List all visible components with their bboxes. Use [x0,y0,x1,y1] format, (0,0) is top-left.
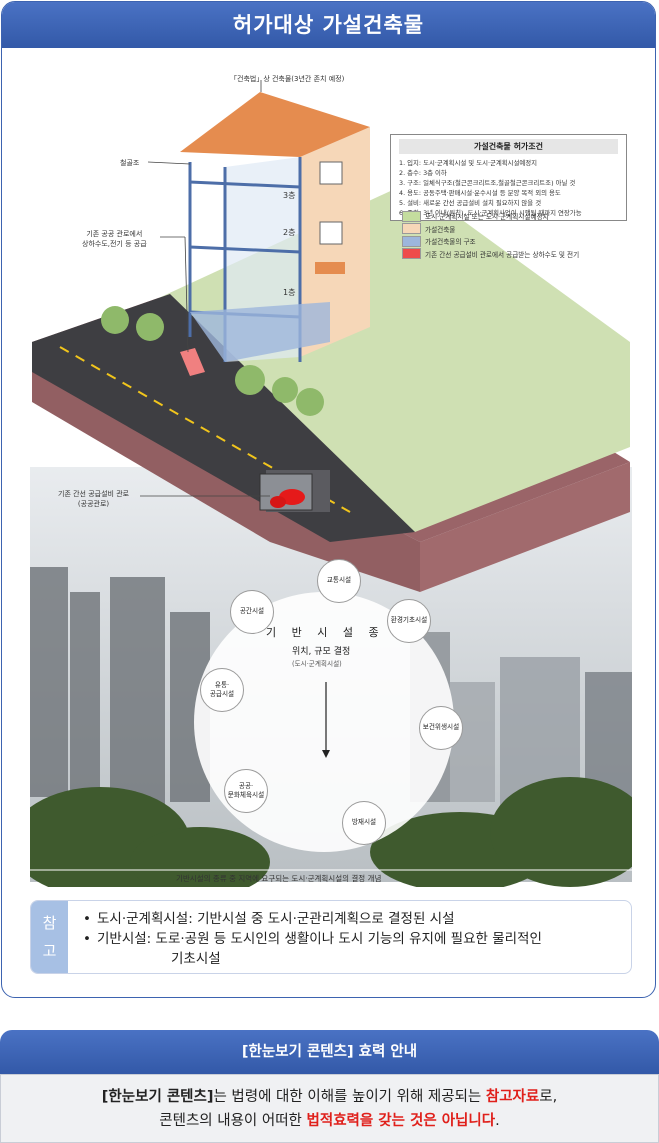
figure-caption: 기반시설의 종류 중 지역에 요구되는 도시·군계획시설의 결정 개념 [176,873,381,884]
legend-swatch [402,248,421,259]
facility-health: 보건위생시설 [419,706,463,750]
floor-label-3: 3층 [283,190,295,201]
note-list: •도시·군계획시설: 기반시설 중 도시·군관리계획으로 결정된 시설 •기반시… [83,909,542,969]
facility-space: 공간시설 [230,590,274,634]
note-item: 기반시설: 도로·공원 등 도시인의 생활이나 도시 기능의 유지에 필요한 물… [97,929,542,949]
condition-item: 1. 입지: 도시·군계획시설 및 도시·군계획시설예정지 [391,157,626,167]
condition-item: 2. 층수: 3층 이하 [391,167,626,177]
steel-label: 철골조 [120,158,139,168]
note-item: 도시·군계획시설: 기반시설 중 도시·군관리계획으로 결정된 시설 [97,909,455,929]
note-tag: 참 고 [31,901,68,973]
pipe-label: 기존 간선 공급설비 관로 (공공관로) [58,489,129,509]
supply-label: 기존 공공 관로에서 상하수도,전기 등 공급 [82,229,147,249]
legend-item: 도시·군계획시설 또는 도시·군계획시설예정지 [402,210,579,223]
facility-culture: 공공· 문화체육시설 [224,769,268,813]
illustration-figure: 「건축법」상 건축물(3년간 존치 예정) 철골조 기존 공공 관로에서 상하수… [30,72,632,887]
facility-distribution: 유통· 공급시설 [200,668,244,712]
floor-label-2: 2층 [283,227,295,238]
law-label: 「건축법」상 건축물(3년간 존치 예정) [230,74,344,84]
legend-swatch [402,236,421,247]
facility-environment: 환경기초시설 [387,599,431,643]
conditions-title: 가설건축물 허가조건 [399,139,618,154]
center-sub: 위치, 규모 결정 [292,644,350,657]
condition-item: 3. 구조: 일체식구조(철근콘크리트조,철골철근콘크리트조) 아닐 것 [391,177,626,187]
page-title: 허가대상 가설건축물 [2,2,655,48]
legend: 도시·군계획시설 또는 도시·군계획시설예정지 가설건축물 가설건축물의 구조 … [402,210,579,260]
condition-item: 4. 용도: 공동주택·판매시설·운수시설 등 분양 목적 외의 용도 [391,187,626,197]
notice-header: [한눈보기 콘텐츠] 효력 안내 [0,1030,659,1074]
legend-item: 가설건축물의 구조 [402,235,579,248]
legend-swatch [402,223,421,234]
legend-item: 가설건축물 [402,223,579,236]
reference-note: 참 고 •도시·군계획시설: 기반시설 중 도시·군관리계획으로 결정된 시설 … [30,900,632,974]
legend-swatch [402,211,421,222]
center-sub2: (도시·군계획시설) [292,658,342,668]
condition-item: 5. 설비: 새로운 간선 공급설비 설치 필요하지 않을 것 [391,197,626,207]
facility-traffic: 교통시설 [317,559,361,603]
facility-disaster: 방재시설 [342,801,386,845]
floor-label-1: 1층 [283,287,295,298]
legend-item: 기존 간선 공급설비 관로에서 공급받는 상하수도 및 전기 [402,248,579,261]
conditions-box: 가설건축물 허가조건 1. 입지: 도시·군계획시설 및 도시·군계획시설예정지… [390,134,627,221]
note-item-continued: 기초시설 [171,949,221,969]
notice-body: [한눈보기 콘텐츠]는 법령에 대한 이해를 높이기 위해 제공되는 참고자료로… [0,1074,659,1143]
main-panel: 허가대상 가설건축물 [1,1,656,998]
notice-line-2: 콘텐츠의 내용이 어떠한 법적효력을 갖는 것은 아닙니다. [1,1109,658,1133]
notice-line-1: [한눈보기 콘텐츠]는 법령에 대한 이해를 높이기 위해 제공되는 참고자료로… [1,1085,658,1109]
